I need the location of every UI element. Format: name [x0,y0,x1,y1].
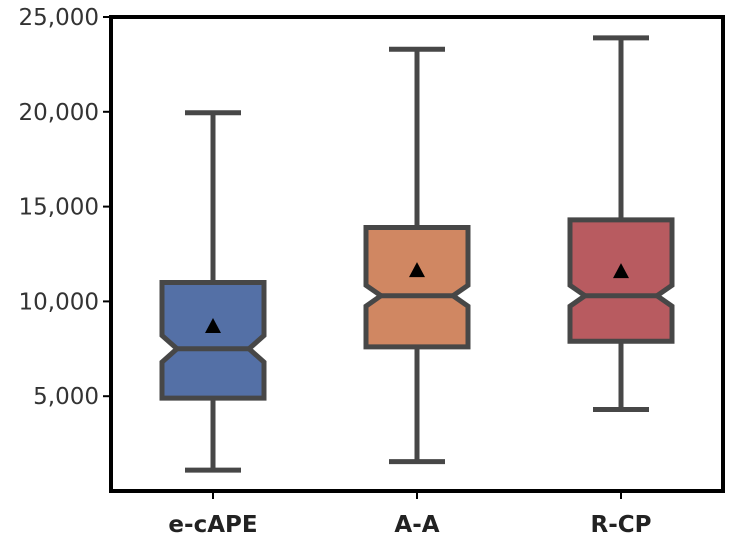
mean-marker [205,318,221,334]
x-tick-label: R-CP [591,512,652,538]
box-e-cape [159,110,267,473]
mean-marker [613,263,629,279]
mean-marker [409,262,425,278]
box-body [567,217,675,344]
box-a-a [363,46,471,465]
box-body [363,224,471,350]
x-axis: e-cAPE A-A R-CP [168,491,652,538]
y-tick-label: 5,000 [33,384,99,410]
x-tick-label: e-cAPE [168,512,257,538]
plot-area [159,35,675,473]
y-tick-label: 20,000 [19,100,99,126]
x-tick-label: A-A [394,512,439,538]
y-tick-label: 15,000 [19,195,99,221]
box-body [159,279,267,401]
box-r-cp [567,35,675,412]
y-tick-label: 10,000 [19,289,99,315]
y-tick-label: 25,000 [19,5,99,31]
y-axis: 5,000 10,000 15,000 20,000 25,000 [19,5,111,410]
